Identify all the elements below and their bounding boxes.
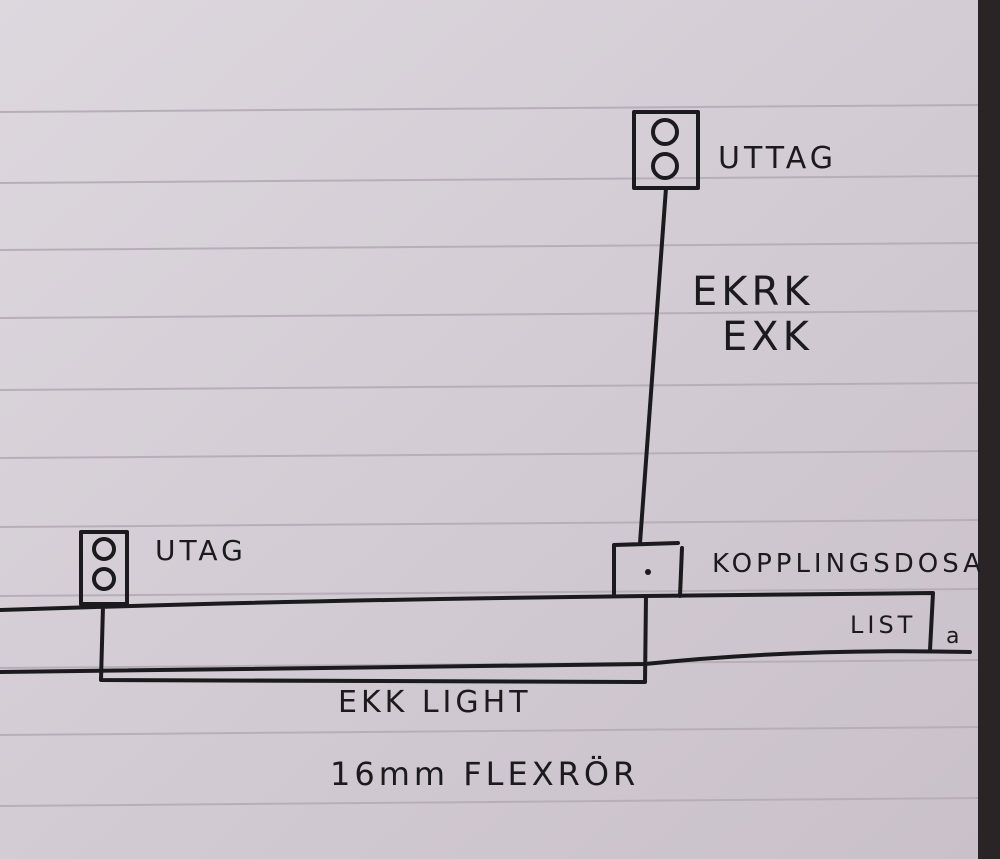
label-cable-1: EKRK <box>692 269 814 315</box>
outlet-left <box>79 530 129 606</box>
ruled-lines <box>0 104 979 807</box>
trunking <box>0 591 972 684</box>
cable-vertical <box>638 186 668 545</box>
label-outlet-left: UTAG <box>155 534 247 567</box>
label-trunking-mark: a <box>946 624 963 649</box>
label-outlet-top: UTTAG <box>718 141 837 176</box>
label-junction-box: KOPPLINGSDOSA <box>712 549 985 579</box>
label-trunking: LIST <box>850 611 916 639</box>
label-cable-2: EXK <box>722 314 813 360</box>
label-conduit: 16mm FLEXRÖR <box>330 755 639 793</box>
label-cable-bottom: EKK LIGHT <box>338 685 532 720</box>
paper-edge-shadow <box>978 0 1000 859</box>
junction-box <box>612 541 684 598</box>
